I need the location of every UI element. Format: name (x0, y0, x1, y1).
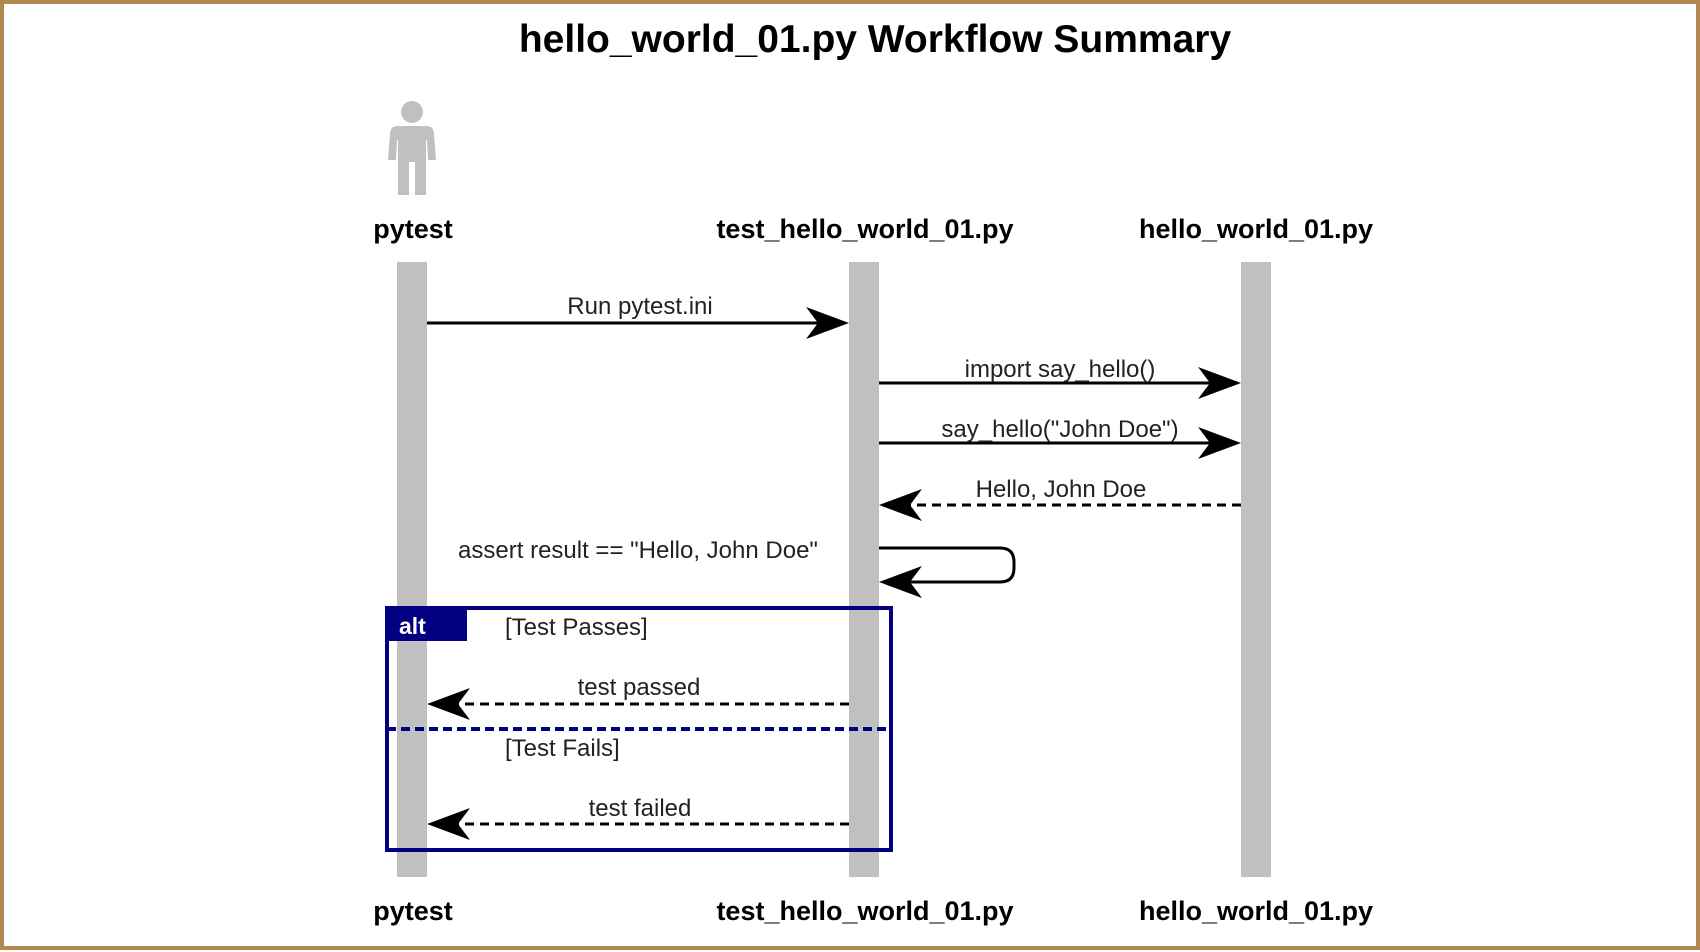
message-label: import say_hello() (965, 356, 1156, 383)
alt-condition-fails: [Test Fails] (505, 735, 620, 762)
message-label: test failed (589, 795, 692, 822)
participant-pytest-bottom: pytest (373, 896, 453, 926)
lifeline-hello (1241, 262, 1271, 877)
message-self-assert: assert result == "Hello, John Doe" (458, 537, 1016, 598)
message-run-pytest: Run pytest.ini (427, 293, 849, 339)
message-return-hello: Hello, John Doe (879, 476, 1241, 521)
lifeline-pytest (397, 262, 427, 877)
message-test-passed: test passed (427, 674, 849, 720)
diagram-title: hello_world_01.py Workflow Summary (519, 18, 1232, 61)
message-label: say_hello("John Doe") (941, 416, 1178, 443)
message-call-say-hello: say_hello("John Doe") (879, 416, 1241, 459)
message-import-say-hello: import say_hello() (879, 356, 1241, 399)
alt-label-box (387, 608, 467, 641)
alt-condition-passes: [Test Passes] (505, 614, 648, 641)
message-test-failed: test failed (427, 795, 849, 840)
participant-pytest-top: pytest (373, 214, 453, 244)
message-label: Hello, John Doe (976, 476, 1147, 503)
alt-fragment: alt [Test Passes] [Test Fails] (385, 606, 893, 852)
message-label: Run pytest.ini (567, 293, 712, 320)
message-label: assert result == "Hello, John Doe" (458, 537, 818, 564)
lifeline-test (849, 262, 879, 877)
participant-test-top: test_hello_world_01.py (716, 214, 1013, 244)
participant-hello-bottom: hello_world_01.py (1139, 896, 1373, 926)
participant-test-bottom: test_hello_world_01.py (716, 896, 1013, 926)
alt-label: alt (399, 613, 426, 639)
participant-hello-top: hello_world_01.py (1139, 214, 1373, 244)
message-label: test passed (578, 674, 701, 701)
person-icon (388, 101, 436, 195)
